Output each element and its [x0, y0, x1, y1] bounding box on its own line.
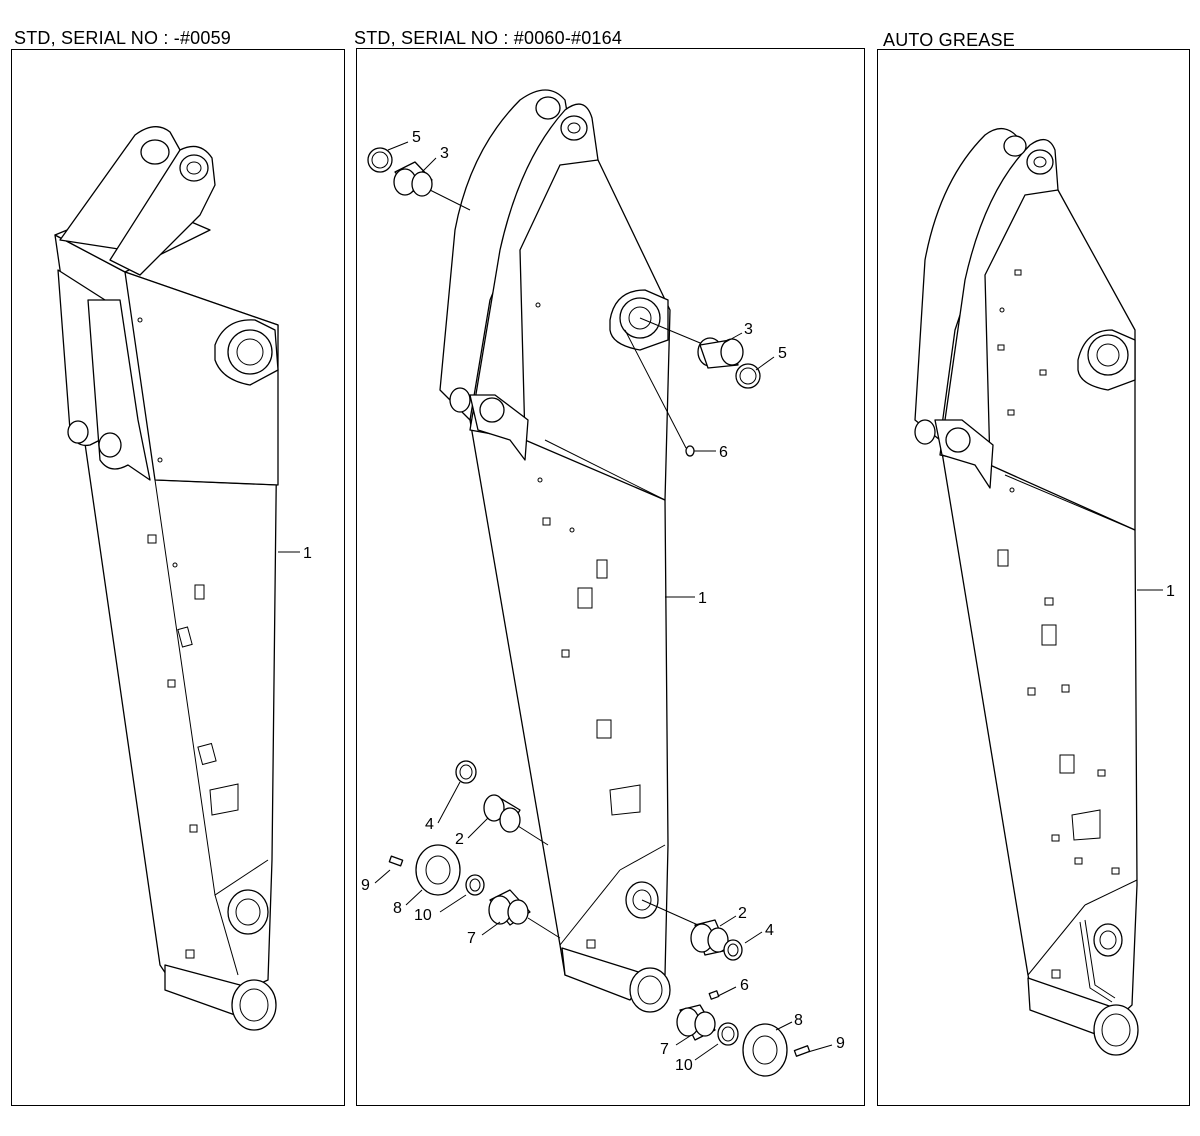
callout-middle-10: 10 [414, 907, 432, 924]
callout-middle-10b: 10 [675, 1057, 693, 1074]
callout-middle-6: 6 [719, 444, 728, 461]
callout-right-1: 1 [1166, 583, 1175, 600]
arm-right-drawing [914, 128, 1163, 1056]
panel-title-auto-grease: AUTO GREASE [883, 30, 1015, 50]
callout-middle-4: 4 [425, 816, 434, 833]
callout-middle-8b: 8 [794, 1012, 803, 1029]
callout-middle-3b: 3 [744, 321, 753, 338]
arm-left-drawing [54, 126, 300, 1031]
callout-middle-5b: 5 [778, 345, 787, 362]
callout-middle-3: 3 [440, 145, 449, 162]
callout-middle-9: 9 [361, 877, 370, 894]
callout-middle-6b: 6 [740, 977, 749, 994]
callout-middle-5: 5 [412, 129, 421, 146]
callout-middle-2: 2 [455, 831, 464, 848]
panel-std-mid [356, 48, 865, 1106]
callout-middle-1: 1 [698, 590, 707, 607]
callout-middle-7b: 7 [660, 1041, 669, 1058]
callout-middle-9b: 9 [836, 1035, 845, 1052]
panel-auto-grease [877, 49, 1190, 1106]
callout-middle-2b: 2 [738, 905, 747, 922]
callout-middle-8: 8 [393, 900, 402, 917]
callout-middle-7: 7 [467, 930, 476, 947]
panel-title-std-mid: STD, SERIAL NO : #0060-#0164 [354, 28, 623, 48]
callout-middle-4b: 4 [765, 922, 774, 939]
arm-middle-drawing [367, 89, 833, 1077]
panel-title-std-early: STD, SERIAL NO : -#0059 [14, 28, 232, 48]
callout-left-1: 1 [303, 545, 312, 562]
panel-std-early [11, 49, 345, 1106]
